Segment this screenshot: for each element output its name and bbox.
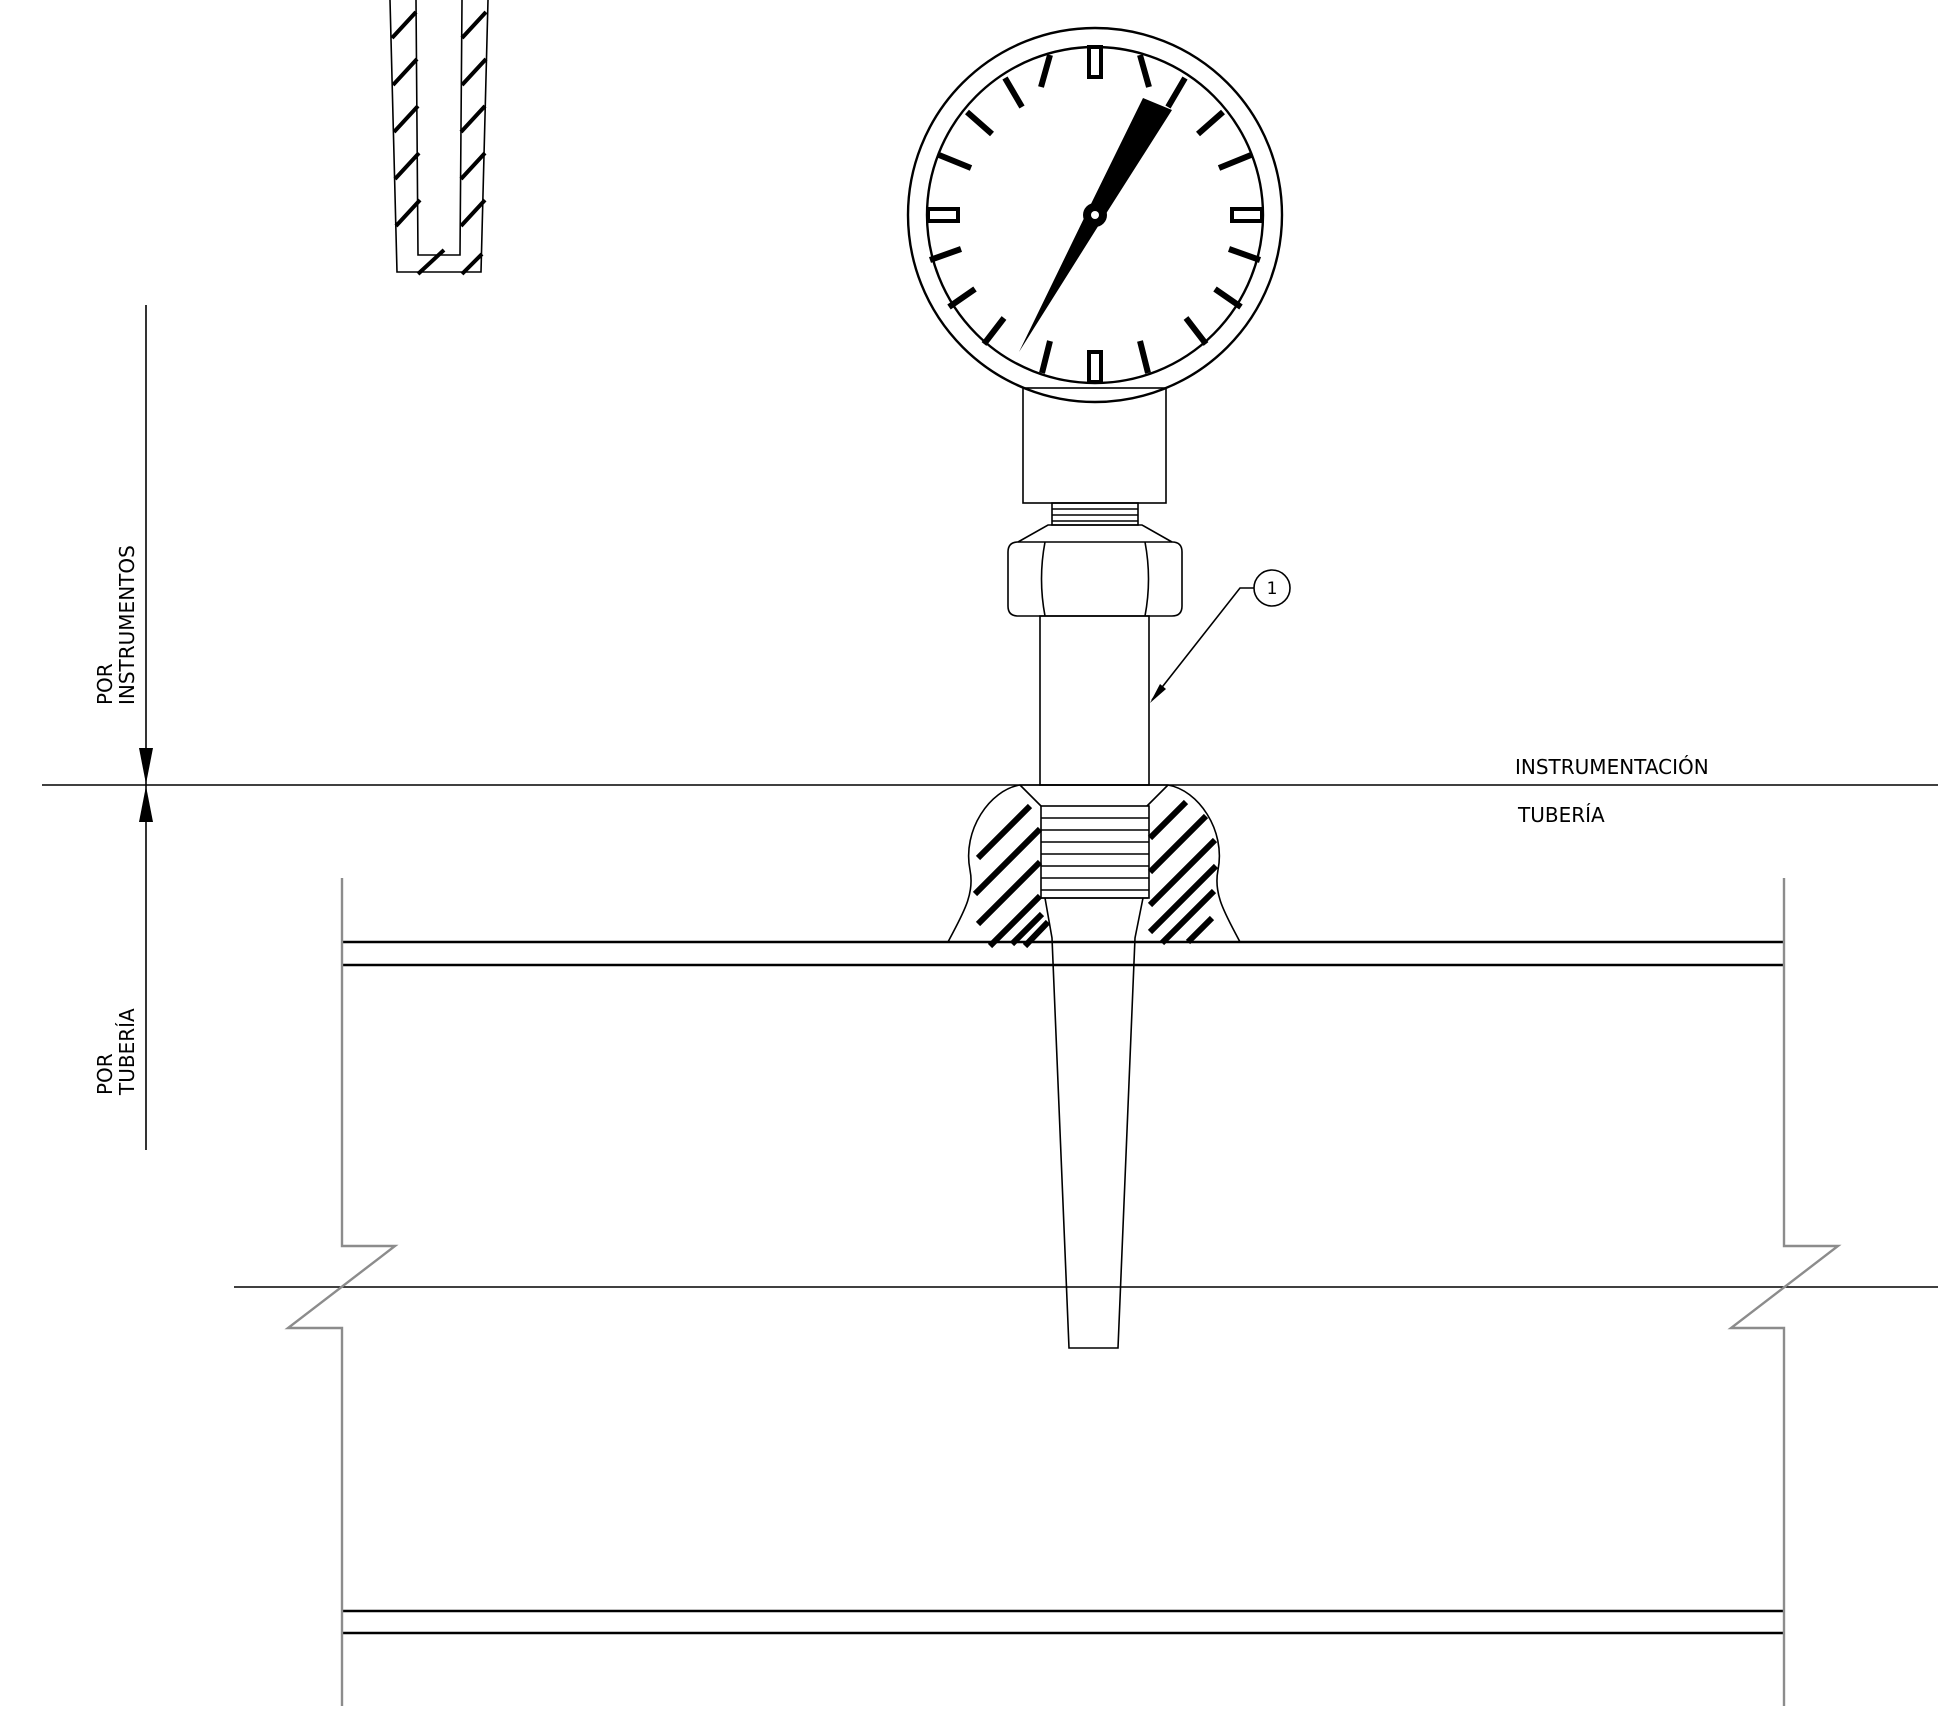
callout-1: 1 [1150, 569, 1291, 703]
thermowell [1040, 805, 1150, 1349]
pipe [234, 878, 1938, 1706]
zone-label-instrumentacion: INSTRUMENTACIÓN [1515, 755, 1709, 779]
gauge-ticks [928, 54, 1262, 374]
arrow-up-icon [139, 786, 153, 822]
thermowell-hatch [390, 10, 488, 276]
arrow-down-icon [139, 748, 153, 784]
thermowell-threads [1041, 817, 1149, 891]
zone-label-tuberia: TUBERÍA [1517, 803, 1605, 827]
dimension-line: POR INSTRUMENTOS POR TUBERÍA [93, 305, 153, 1150]
callout-number: 1 [1267, 579, 1278, 599]
dim-label-lower: POR TUBERÍA [93, 1008, 139, 1096]
weld-fitting [947, 784, 1241, 949]
thermowell-detail [389, 0, 489, 276]
boundary-line: INSTRUMENTACIÓN TUBERÍA [42, 755, 1938, 827]
leader-arrow-icon [1150, 684, 1166, 703]
dim-label-upper: POR INSTRUMENTOS [93, 545, 139, 705]
pipe-break-left [284, 878, 399, 1706]
leader-line [1151, 587, 1254, 701]
weld-hatch [972, 799, 1219, 949]
gauge-connection [1007, 387, 1183, 786]
pipe-break-right [1727, 878, 1842, 1706]
pressure-gauge [906, 26, 1284, 404]
